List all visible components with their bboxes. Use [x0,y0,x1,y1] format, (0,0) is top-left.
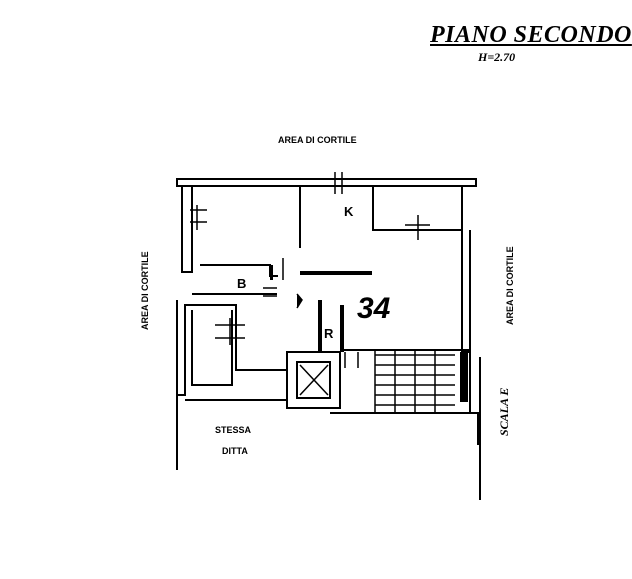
neighbor-label-line1: STESSA [215,425,252,435]
window-mark-1 [190,205,207,230]
floor-height: H=2.70 [478,50,516,64]
courtyard-label-top: AREA DI CORTILE [278,135,357,145]
room-label-bath: B [237,276,247,291]
wall-left-lower-inner [191,310,233,386]
wall-middle [200,264,278,277]
thick-wall-5 [270,265,273,280]
unit-number: 34 [357,292,391,325]
window-mark-5 [344,352,359,368]
elevator-cross [299,364,329,396]
thick-wall-2 [318,300,322,352]
window-mark-4 [215,318,245,345]
thick-wall-4 [460,352,468,402]
door-mark-1 [263,287,277,297]
window-mark-2 [334,172,343,194]
wall-top [176,178,477,187]
room-label-kitchen: K [344,204,354,219]
door-mark-3 [296,293,303,309]
room-label-storage: R [324,326,334,341]
stair-core [286,351,341,409]
thick-wall-1 [300,272,372,275]
stair-label: SCALA E [497,387,511,436]
stair-core-inner [296,361,331,399]
window-mark-3 [405,215,430,240]
stair-block [340,349,471,414]
wall-right-outer [461,230,471,353]
neighbor-label-line2: DITTA [222,446,248,456]
thick-wall-3 [340,305,344,352]
wall-lower-right [330,412,479,445]
floor-title: PIANO SECONDO [430,22,632,48]
wall-left-upper [181,186,193,273]
stair-treads [374,350,455,413]
courtyard-label-left: AREA DI CORTILE [140,251,150,330]
courtyard-label-right: AREA DI CORTILE [505,246,515,325]
